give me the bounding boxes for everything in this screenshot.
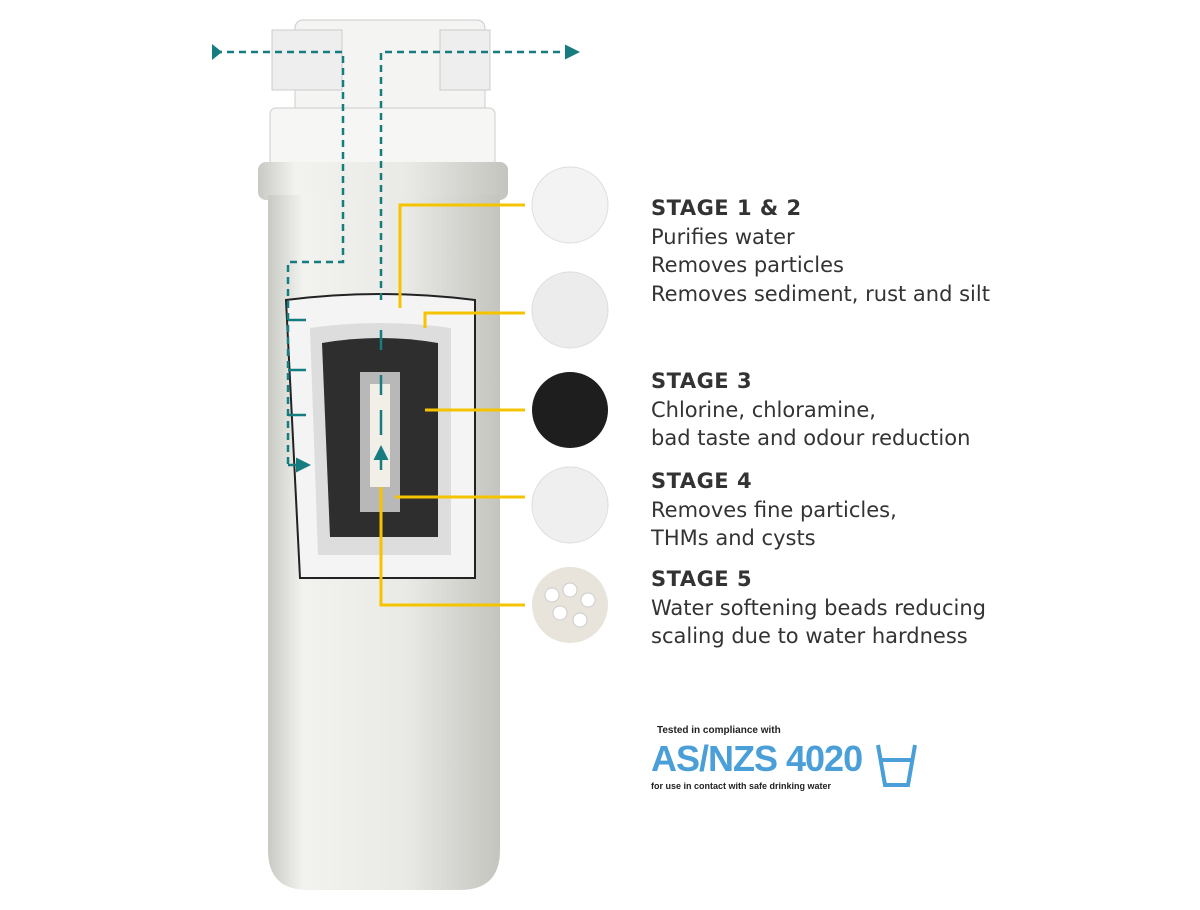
stage-title: STAGE 1 & 2 [651, 196, 802, 220]
stage-line: Chlorine, chloramine, [651, 397, 876, 422]
standard-text: AS/NZS 4020 [651, 738, 863, 779]
stage-line: THMs and cysts [651, 526, 816, 550]
stage-line: Purifies water [651, 224, 795, 249]
stage-line: scaling due to water hardness [651, 624, 968, 648]
certification-badge: Tested in compliance with AS/NZS 4020 fo… [651, 724, 863, 793]
stage-title: STAGE 5 [651, 567, 753, 591]
glass-icon [876, 744, 917, 787]
stage-3: STAGE 3 Chlorine, chloramine, bad taste … [651, 367, 970, 453]
media-samples [531, 166, 609, 643]
filter-cartridge [258, 19, 508, 890]
callout-lines [379, 203, 525, 607]
use-text: for use in contact with safe drinking wa… [651, 781, 832, 791]
stage-4: STAGE 4 Removes fine particles, THMs and… [651, 467, 897, 553]
stage-title: STAGE 4 [651, 469, 753, 493]
stage-line: Water softening beads reducing [651, 595, 986, 620]
stage-5: STAGE 5 Water softening beads reducing s… [651, 565, 986, 651]
stage-line: Removes sediment, rust and silt [651, 281, 990, 306]
tested-text: Tested in compliance with [657, 725, 781, 736]
flow-path [212, 44, 580, 470]
stage-line: bad taste and odour reduction [651, 426, 971, 450]
stage-line: Removes fine particles, [651, 497, 897, 522]
stage-line: Removes particles [651, 253, 844, 277]
stage-title: STAGE 3 [651, 369, 753, 393]
stage-1-2: STAGE 1 & 2 Purifies water Removes parti… [651, 194, 990, 308]
